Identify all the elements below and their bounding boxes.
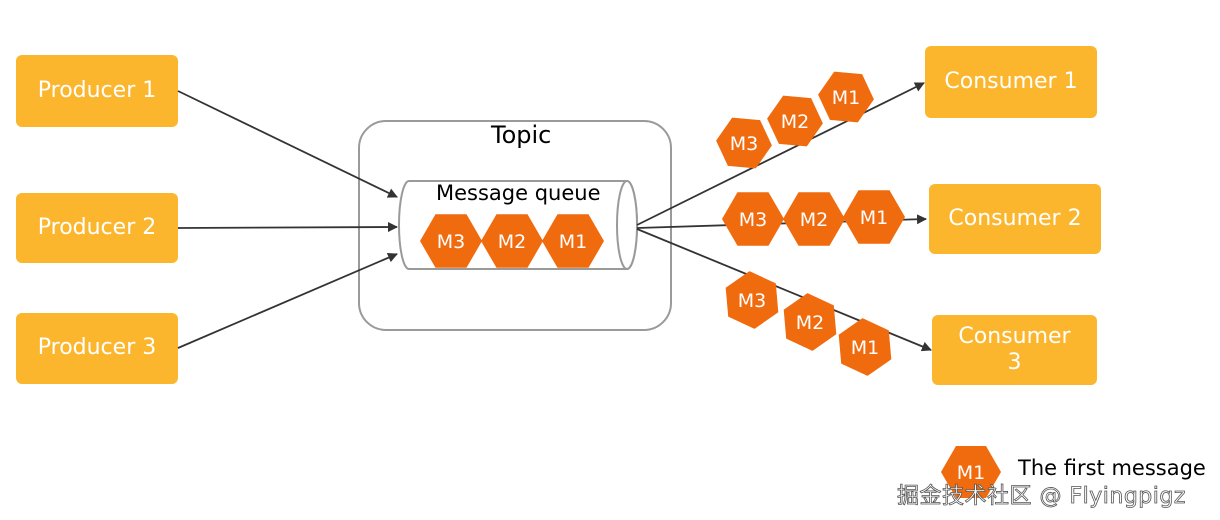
c2-message-m1-label: M1 — [860, 207, 888, 229]
arrow-producer-3 — [177, 252, 398, 349]
producer-2-box: Producer 2 — [16, 193, 178, 263]
producer-3-box: Producer 3 — [16, 313, 178, 384]
c2-message-m3: M3 — [722, 192, 784, 246]
arrow-producer-1 — [177, 90, 398, 198]
c1-message-m1-label: M1 — [832, 87, 860, 109]
queue-message-m1: M1 — [542, 214, 604, 268]
queue-message-m2-label: M2 — [498, 231, 526, 253]
queue-label: Message queue — [436, 181, 601, 205]
c1-message-m2: M2 — [767, 95, 823, 147]
queue-message-m3: M3 — [420, 214, 482, 268]
legend-message-icon: M1 — [941, 446, 1001, 498]
c2-message-m2: M2 — [783, 192, 845, 246]
c3-message-m2-label: M2 — [796, 312, 824, 334]
consumer-3-label: Consumer 3 — [958, 323, 1071, 375]
c3-message-m1-label: M1 — [851, 337, 879, 359]
consumer-2-label: Consumer 2 — [948, 205, 1082, 231]
watermark: 掘金技术社区 @ Flyingpigz — [897, 484, 1186, 510]
c1-message-m1: M1 — [818, 71, 874, 123]
c3-message-m3: M3 — [725, 271, 779, 329]
c1-message-m3: M3 — [716, 117, 772, 169]
queue-message-m3-label: M3 — [437, 231, 465, 253]
topic-container — [358, 120, 672, 331]
consumer-3-box: Consumer 3 — [932, 315, 1097, 385]
producer-1-label: Producer 1 — [37, 77, 157, 103]
c1-message-m3-label: M3 — [730, 133, 758, 155]
consumer-1-label: Consumer 1 — [944, 68, 1078, 94]
topic-label: Topic — [491, 121, 552, 149]
producer-1-box: Producer 1 — [16, 55, 178, 127]
c3-message-m2: M2 — [783, 293, 837, 351]
c2-message-m3-label: M3 — [739, 209, 767, 231]
legend-text: The first message — [1018, 456, 1206, 480]
arrow-producer-2 — [177, 222, 398, 233]
producer-2-label: Producer 2 — [37, 214, 157, 240]
producer-3-label: Producer 3 — [37, 335, 157, 361]
legend-message-icon-label: M1 — [957, 462, 985, 484]
c2-message-m1: M1 — [843, 190, 905, 244]
queue-message-m2: M2 — [481, 214, 543, 268]
consumer-1-box: Consumer 1 — [925, 46, 1097, 118]
consumer-2-box: Consumer 2 — [929, 184, 1101, 254]
c1-message-m2-label: M2 — [781, 111, 809, 133]
c3-message-m3-label: M3 — [738, 290, 766, 312]
c3-message-m1: M1 — [838, 318, 892, 376]
queue-message-m1-label: M1 — [559, 231, 587, 253]
arrow-consumer-1 — [636, 82, 925, 226]
c2-message-m2-label: M2 — [800, 209, 828, 231]
